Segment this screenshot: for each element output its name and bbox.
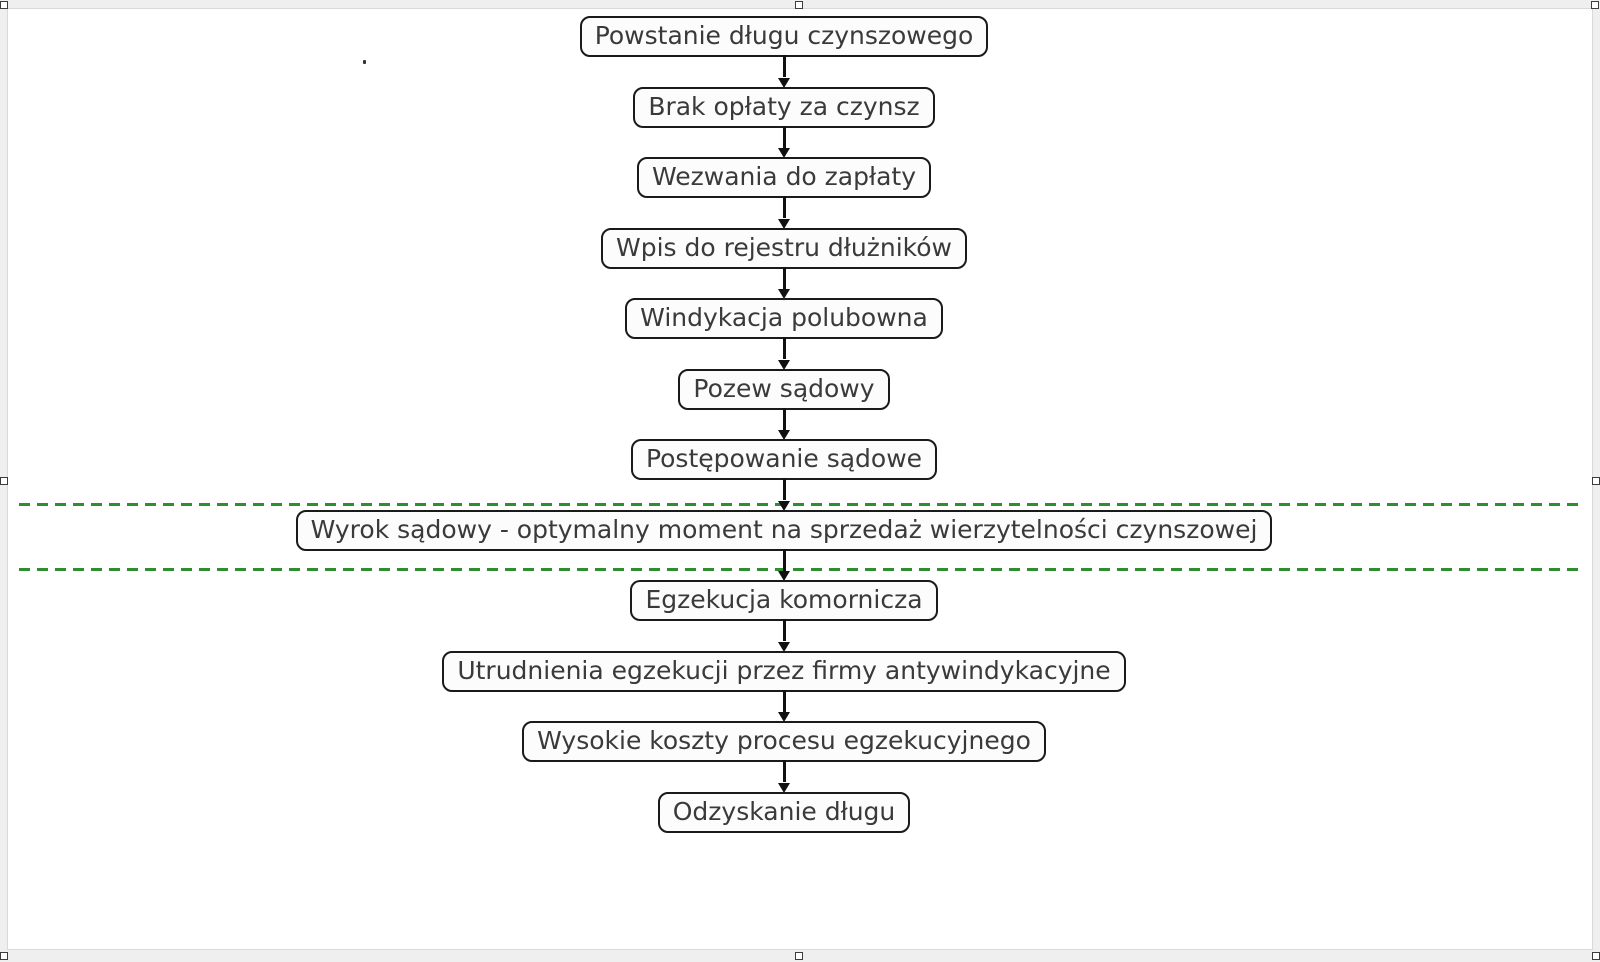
- selection-handle-top-right[interactable]: [1591, 1, 1599, 9]
- arrow-line: [782, 478, 786, 500]
- arrow-line: [782, 55, 786, 77]
- flow-arrow-down: [776, 337, 792, 370]
- arrow-head-icon: [777, 77, 790, 88]
- arrow-line: [782, 196, 786, 218]
- arrow-line: [782, 125, 786, 148]
- flow-arrow-down: [776, 760, 792, 793]
- selection-handle-bottom-center[interactable]: [795, 952, 803, 960]
- flow-arrow-down: [776, 266, 792, 299]
- arrow-head-icon: [777, 218, 790, 229]
- selection-handle-bottom-left[interactable]: [0, 952, 8, 960]
- flow-arrow-down: [776, 689, 792, 722]
- flow-node: Odzyskanie długu: [657, 791, 911, 833]
- flow-node: Brak opłaty za czynsz: [633, 86, 935, 128]
- arrow-head-icon: [777, 641, 790, 652]
- flow-node: Postępowanie sądowe: [630, 439, 938, 480]
- selection-handle-middle-left[interactable]: [0, 477, 8, 485]
- flow-arrow-down: [776, 407, 792, 440]
- arrow-line: [782, 407, 786, 430]
- highlight-dashed-line-top: [19, 503, 1579, 506]
- arrow-line: [782, 337, 786, 359]
- flow-arrow-down: [776, 125, 792, 158]
- arrow-line: [782, 760, 786, 782]
- flow-arrow-down: [776, 548, 792, 581]
- arrow-head-icon: [777, 289, 790, 299]
- selection-handle-bottom-right[interactable]: [1592, 952, 1600, 960]
- flow-node: Utrudnienia egzekucji przez firmy antywi…: [442, 650, 1126, 692]
- arrow-line: [782, 548, 786, 571]
- highlight-dashed-line-bottom: [19, 568, 1579, 571]
- flow-node: Egzekucja komornicza: [630, 580, 938, 621]
- flow-node: Windykacja polubowna: [625, 298, 943, 339]
- flow-node: Pozew sądowy: [678, 368, 890, 410]
- arrow-head-icon: [777, 500, 790, 511]
- flow-node: Wezwania do zapłaty: [636, 157, 932, 198]
- arrow-head-icon: [777, 782, 790, 793]
- flow-node: Powstanie długu czynszowego: [579, 16, 989, 57]
- selection-handle-middle-right[interactable]: [1592, 477, 1600, 485]
- flow-arrow-down: [776, 478, 792, 511]
- selection-handle-top-left[interactable]: [0, 1, 8, 9]
- flow-arrow-down: [776, 196, 792, 229]
- arrow-head-icon: [777, 712, 790, 722]
- arrow-head-icon: [777, 571, 790, 581]
- flow-arrow-down: [776, 619, 792, 652]
- arrow-line: [782, 266, 786, 289]
- flow-arrow-down: [776, 55, 792, 88]
- flow-node: Wpis do rejestru dłużników: [600, 227, 967, 269]
- arrow-line: [782, 619, 786, 641]
- flow-node: Wysokie koszty procesu egzekucyjnego: [522, 721, 1046, 762]
- arrow-head-icon: [777, 359, 790, 370]
- arrow-head-icon: [777, 148, 790, 158]
- arrow-head-icon: [777, 430, 790, 440]
- selection-handle-top-center[interactable]: [795, 1, 803, 9]
- arrow-line: [782, 689, 786, 712]
- flow-node-highlighted: Wyrok sądowy - optymalny moment na sprze…: [295, 509, 1273, 551]
- stray-mark: [363, 60, 366, 64]
